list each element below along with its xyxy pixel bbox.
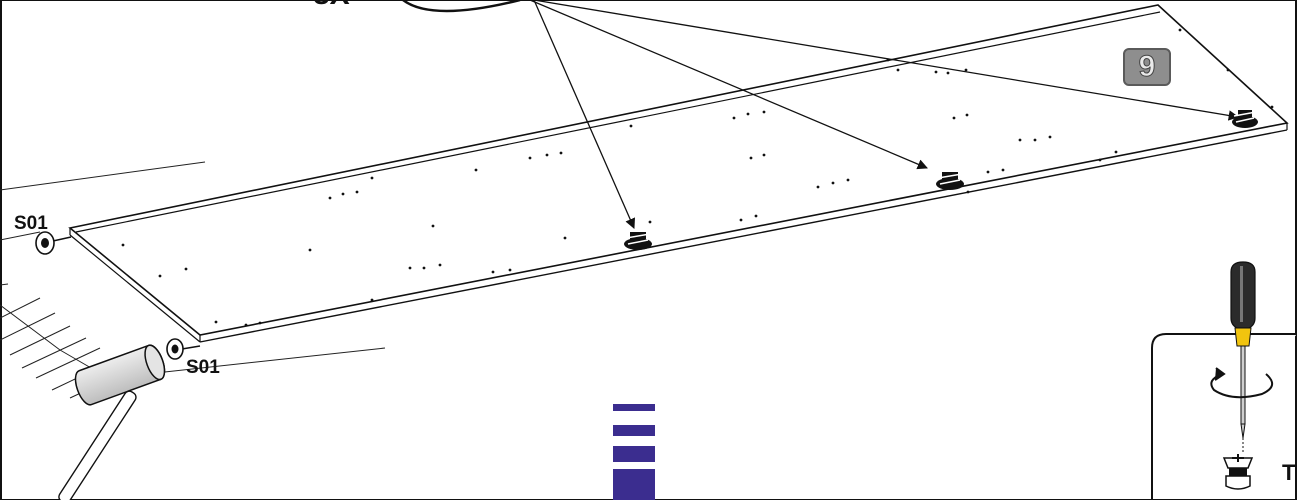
drill-hole <box>356 191 359 194</box>
drill-hole <box>122 244 125 247</box>
drill-hole <box>763 154 766 157</box>
dowel-icon <box>167 339 200 359</box>
dowel-icon <box>36 232 71 254</box>
drill-hole <box>215 321 218 324</box>
drill-hole <box>309 249 312 252</box>
drill-hole <box>423 267 426 270</box>
indicator-bars <box>613 404 655 500</box>
drill-hole <box>329 197 332 200</box>
cam-lock-icon <box>1224 454 1252 489</box>
drill-hole <box>953 117 956 120</box>
drill-hole <box>755 215 758 218</box>
drill-hole <box>1002 169 1005 172</box>
drill-hole <box>947 72 950 75</box>
drill-hole <box>185 268 188 271</box>
drill-hole <box>1271 106 1274 109</box>
indicator-bar <box>613 425 655 436</box>
drill-hole <box>1049 136 1052 139</box>
drill-hole <box>475 169 478 172</box>
drill-hole <box>966 114 969 117</box>
indicator-bar <box>613 469 655 500</box>
step-number-badge: 9 <box>1123 48 1171 86</box>
drill-hole <box>847 179 850 182</box>
drill-hole <box>1099 159 1102 162</box>
drill-hole <box>747 113 750 116</box>
drill-hole <box>560 152 563 155</box>
drill-hole <box>1179 29 1182 32</box>
panel-board <box>70 5 1287 342</box>
drill-hole <box>259 322 262 325</box>
mallet-icon <box>57 343 168 500</box>
drill-hole <box>740 219 743 222</box>
drill-hole <box>1034 139 1037 142</box>
drill-hole <box>509 269 512 272</box>
drill-hole <box>432 225 435 228</box>
drill-hole <box>564 237 567 240</box>
callout-circle <box>403 0 520 11</box>
drill-hole <box>733 117 736 120</box>
drill-hole <box>1019 139 1022 142</box>
drill-hole <box>897 69 900 72</box>
drill-hole <box>159 275 162 278</box>
part-label-s01-bottom: S01 <box>186 357 220 378</box>
indicator-bar <box>613 404 655 411</box>
drill-hole <box>649 221 652 224</box>
drill-hole <box>371 299 374 302</box>
drill-hole <box>529 157 532 160</box>
drill-hole <box>371 177 374 180</box>
drill-hole <box>492 271 495 274</box>
tool-callout-box <box>1152 334 1297 500</box>
drill-hole <box>935 71 938 74</box>
drill-hole <box>817 186 820 189</box>
drill-hole <box>245 324 248 327</box>
drill-hole <box>409 267 412 270</box>
drill-hole <box>342 193 345 196</box>
drill-hole <box>750 157 753 160</box>
drill-hole <box>987 171 990 174</box>
indicator-bar <box>613 446 655 462</box>
drill-hole <box>832 182 835 185</box>
drill-hole <box>967 191 970 194</box>
drill-hole <box>439 264 442 267</box>
drill-hole <box>1115 151 1118 154</box>
quantity-label: 8X <box>313 0 350 11</box>
drill-hole <box>546 154 549 157</box>
drill-hole <box>763 111 766 114</box>
step-number: 9 <box>1125 50 1169 84</box>
drill-hole <box>1227 69 1230 72</box>
part-label-s01-top: S01 <box>14 213 48 234</box>
tool-callout-label: T <box>1282 460 1296 485</box>
drill-hole <box>630 125 633 128</box>
